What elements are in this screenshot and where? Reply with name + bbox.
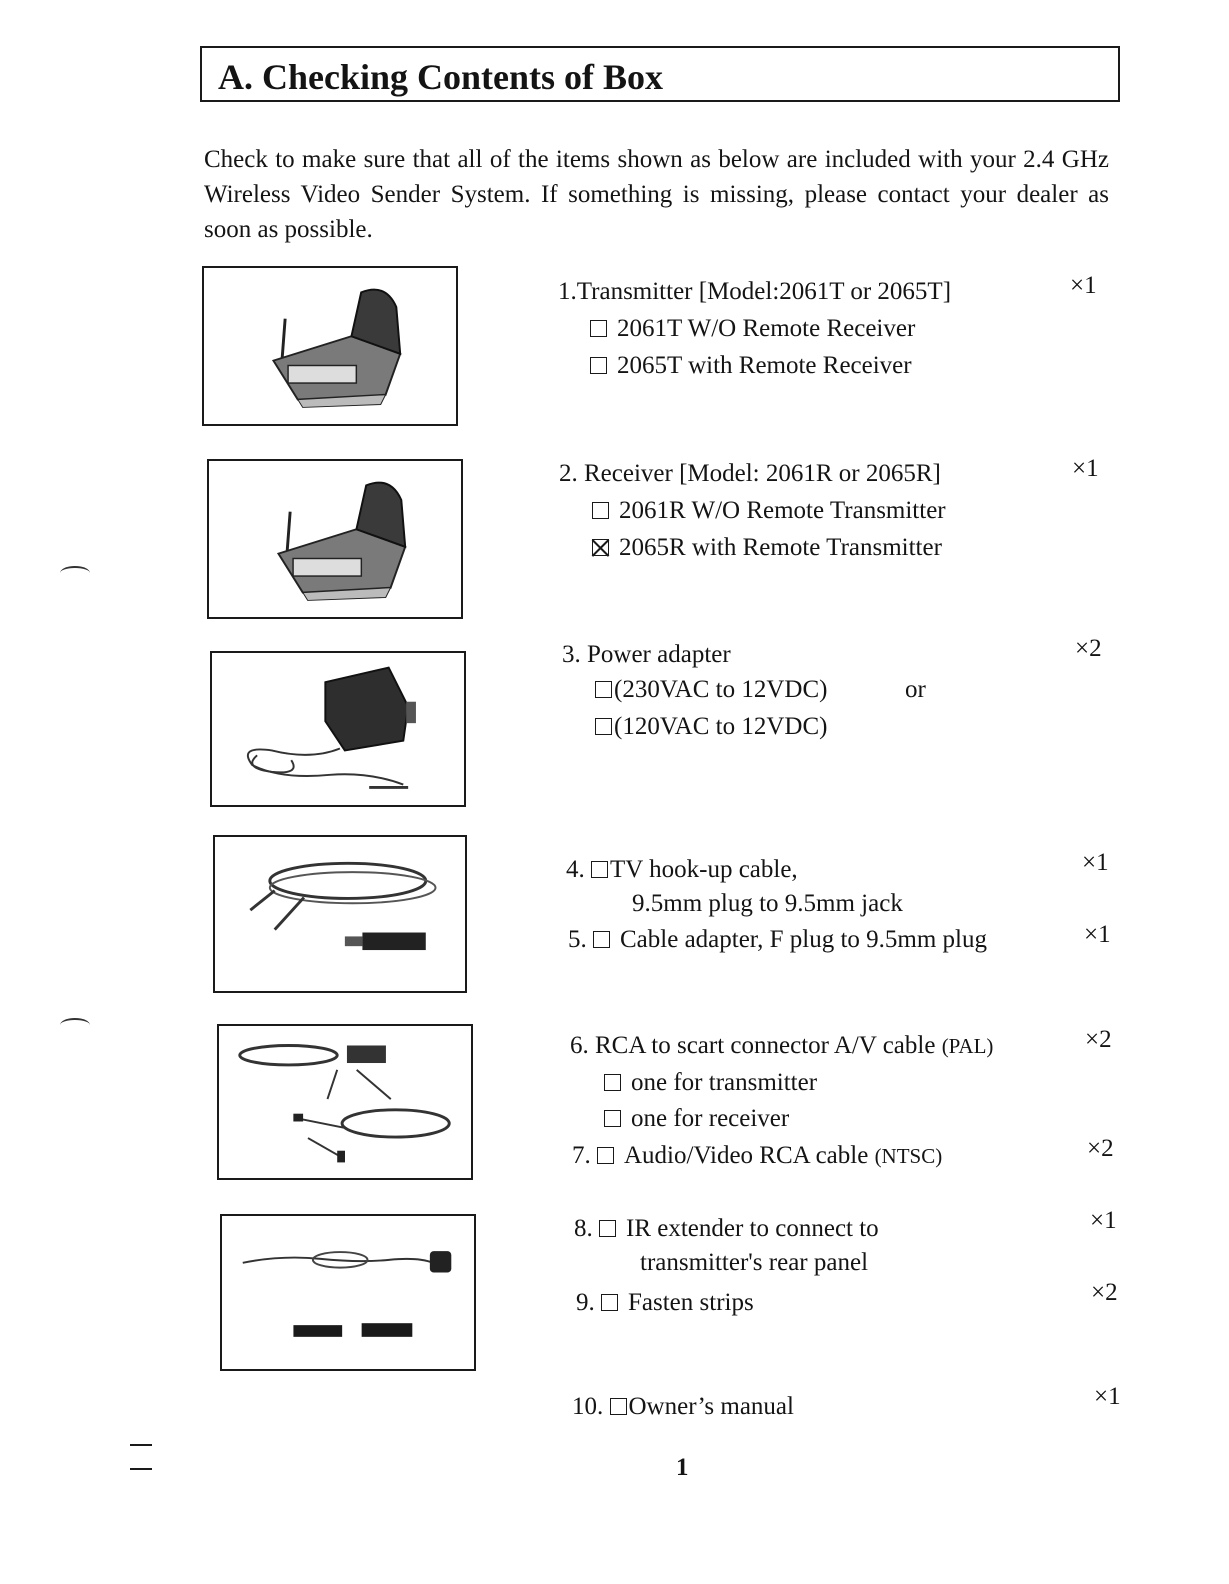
item-8-detail: transmitter's rear panel bbox=[640, 1249, 869, 1276]
item-2-option-1: 2061R W/O Remote Transmitter bbox=[592, 496, 946, 526]
margin-mark-2 bbox=[130, 1468, 152, 1470]
ir-extender-photo bbox=[220, 1214, 476, 1371]
section-title: A. Checking Contents of Box bbox=[218, 57, 664, 97]
item-2-heading: 2. Receiver [Model: 2061R or 2065R] bbox=[559, 460, 941, 487]
section-title-box: A. Checking Contents of Box bbox=[200, 46, 1120, 102]
item-6-quantity: ×2 bbox=[1085, 1026, 1112, 1053]
checkbox-scart-transmitter[interactable] bbox=[604, 1074, 621, 1091]
checkbox-ir-extender[interactable] bbox=[599, 1220, 616, 1237]
checkbox-2061t[interactable] bbox=[590, 320, 607, 337]
item-3-or-label: or bbox=[905, 676, 926, 703]
checkbox-tv-cable[interactable] bbox=[591, 861, 608, 878]
margin-mark-1 bbox=[130, 1444, 152, 1446]
scan-mark-2 bbox=[60, 1018, 90, 1032]
item-8: 8. IR extender to connect to bbox=[574, 1215, 879, 1242]
item-7-quantity: ×2 bbox=[1087, 1135, 1114, 1162]
item-1-option-2: 2065T with Remote Receiver bbox=[590, 351, 912, 381]
scart-cable-photo bbox=[217, 1024, 473, 1180]
item-3-option-1: (230VAC to 12VDC) bbox=[595, 675, 827, 705]
item-8-quantity: ×1 bbox=[1090, 1207, 1117, 1234]
receiver-photo bbox=[207, 459, 463, 619]
item-5: 5. Cable adapter, F plug to 9.5mm plug bbox=[568, 926, 988, 953]
checkbox-2061r[interactable] bbox=[592, 502, 609, 519]
checkbox-cable-adapter[interactable] bbox=[593, 931, 610, 948]
item-9-quantity: ×2 bbox=[1091, 1279, 1118, 1306]
item-4: 4. TV hook-up cable, bbox=[566, 856, 798, 883]
checkbox-2065r-checked[interactable] bbox=[592, 539, 609, 556]
scan-mark-1 bbox=[60, 566, 90, 580]
item-4-quantity: ×1 bbox=[1082, 849, 1109, 876]
transmitter-photo bbox=[202, 266, 458, 426]
checkbox-230vac[interactable] bbox=[595, 681, 612, 698]
item-1-heading: 1.Transmitter [Model:2061T or 2065T] bbox=[558, 278, 952, 305]
intro-paragraph: Check to make sure that all of the items… bbox=[204, 146, 1109, 243]
item-3-quantity: ×2 bbox=[1075, 635, 1102, 662]
item-6-option-2: one for receiver bbox=[604, 1104, 789, 1134]
item-6-heading: 6. RCA to scart connector A/V cable (PAL… bbox=[570, 1032, 994, 1059]
item-5-quantity: ×1 bbox=[1084, 921, 1111, 948]
checkbox-2065t[interactable] bbox=[590, 357, 607, 374]
power-adapter-photo bbox=[210, 651, 466, 807]
item-3-heading: 3. Power adapter bbox=[562, 641, 731, 668]
item-3-option-2: (120VAC to 12VDC) bbox=[595, 712, 827, 742]
item-10: 10. Owner’s manual bbox=[572, 1393, 794, 1420]
checkbox-rca-cable[interactable] bbox=[597, 1147, 614, 1164]
tv-cable-photo bbox=[213, 835, 467, 993]
page-number: 1 bbox=[676, 1454, 689, 1481]
checkbox-fasten-strips[interactable] bbox=[601, 1294, 618, 1311]
item-2-option-2: 2065R with Remote Transmitter bbox=[592, 533, 942, 563]
item-7: 7. Audio/Video RCA cable (NTSC) bbox=[572, 1142, 943, 1169]
item-9: 9. Fasten strips bbox=[576, 1289, 754, 1316]
item-4-detail: 9.5mm plug to 9.5mm jack bbox=[632, 890, 903, 917]
item-1-quantity: ×1 bbox=[1070, 272, 1097, 299]
item-6-option-1: one for transmitter bbox=[604, 1068, 817, 1098]
checkbox-scart-receiver[interactable] bbox=[604, 1110, 621, 1127]
checkbox-120vac[interactable] bbox=[595, 718, 612, 735]
item-2-quantity: ×1 bbox=[1072, 455, 1099, 482]
item-10-quantity: ×1 bbox=[1094, 1383, 1121, 1410]
checkbox-owners-manual[interactable] bbox=[609, 1398, 627, 1415]
item-1-option-1: 2061T W/O Remote Receiver bbox=[590, 314, 915, 344]
